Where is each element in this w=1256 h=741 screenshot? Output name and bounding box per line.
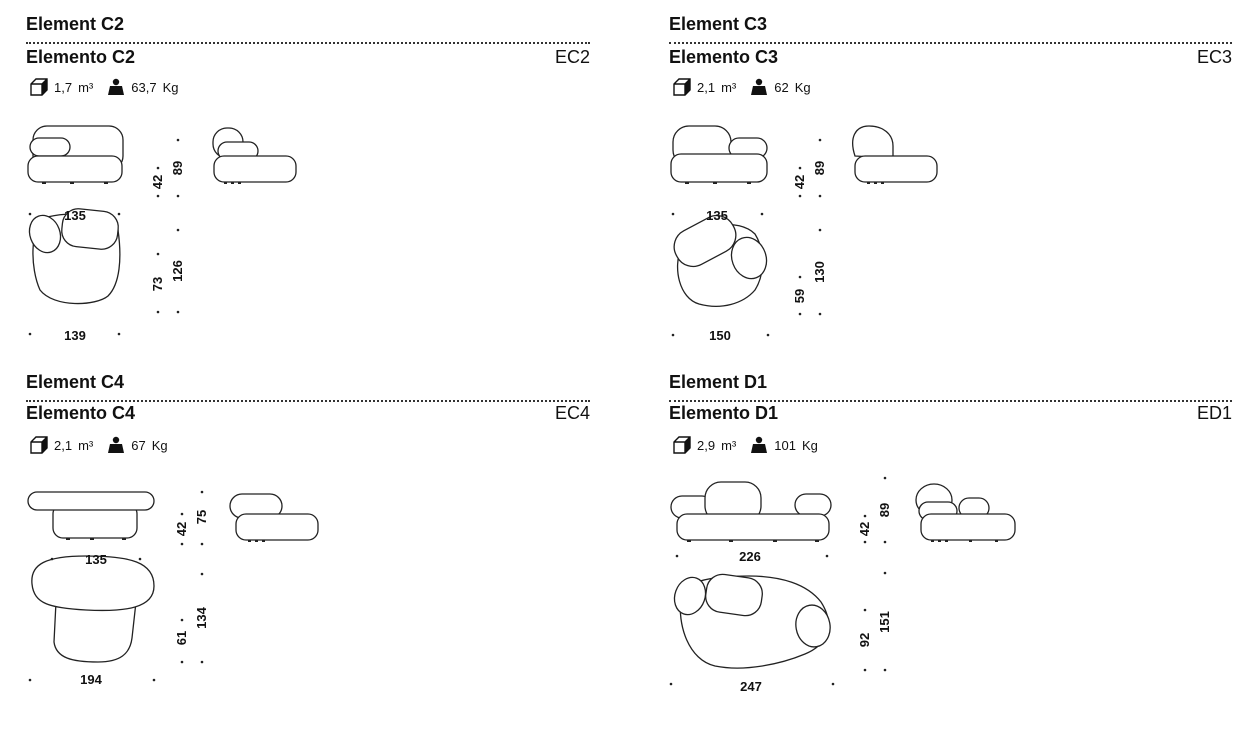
dimension-seat-depth: 59 (792, 289, 807, 303)
specs-row: 2,1 m³ 62 Kg (673, 78, 811, 96)
volume-unit: m³ (78, 79, 94, 95)
element-code: EC2 (554, 47, 590, 67)
dimension-plan-width: 150 (709, 328, 731, 343)
dimension-front-width: 135 (706, 208, 728, 223)
element-title-en: Element D1 (669, 372, 768, 392)
dimension-seat-depth: 61 (174, 631, 189, 645)
weight-icon (108, 78, 125, 95)
front-view (27, 125, 124, 184)
plan-view (28, 208, 121, 305)
element-title-it: Elemento C4 (26, 403, 136, 423)
weight-unit: Kg (162, 79, 179, 95)
weight-icon (751, 436, 768, 453)
weight-icon (751, 78, 768, 95)
divider (669, 400, 1232, 402)
dimension-total-depth: 130 (812, 261, 827, 283)
element-title-it: Elemento D1 (669, 403, 779, 423)
element-title-en: Element C3 (669, 14, 768, 34)
dimension-marks (28, 138, 180, 336)
element-d1-block: Element D1 Elemento D1 ED1 2,9 m³ 101 Kg (669, 372, 1235, 702)
volume-value: 2,9 (697, 437, 716, 453)
element-code: EC3 (1196, 47, 1232, 67)
side-view (212, 127, 297, 184)
dimension-total-height: 89 (812, 161, 827, 175)
weight-unit: Kg (794, 79, 811, 95)
plan-view (673, 214, 768, 307)
divider (26, 400, 590, 402)
plan-view (31, 555, 155, 663)
element-c2-block: Element C2 Elemento C2 EC2 1,7 m³ 63,7 K… (26, 14, 592, 343)
dimension-total-depth: 134 (194, 606, 209, 628)
weight-value: 67 (131, 437, 146, 453)
side-view (852, 125, 938, 184)
element-title-en: Element C4 (26, 372, 125, 392)
divider (669, 42, 1232, 44)
specs-row: 2,9 m³ 101 Kg (673, 436, 818, 454)
side-view (229, 493, 319, 542)
volume-value: 2,1 (697, 79, 716, 95)
dimension-plan-width: 194 (80, 672, 102, 687)
dimension-front-width: 135 (85, 552, 107, 567)
element-title-en: Element C2 (26, 14, 125, 34)
element-title-it: Elemento C3 (669, 47, 779, 67)
dimension-total-depth: 151 (877, 611, 892, 633)
weight-icon (108, 436, 125, 453)
dimension-marks (669, 476, 887, 686)
element-code: ED1 (1196, 403, 1232, 423)
front-view (670, 481, 832, 542)
weight-unit: Kg (801, 437, 818, 453)
dimension-seat-height: 42 (857, 522, 872, 536)
technical-drawing: 226 247 42 89 92 151 (669, 476, 1016, 694)
element-c4-block: Element C4 Elemento C4 EC4 2,1 m³ 67 Kg (26, 372, 592, 702)
specs-row: 2,1 m³ 67 Kg (30, 436, 168, 454)
element-c3-block: Element C3 Elemento C3 EC3 2,1 m³ 62 Kg (669, 14, 1235, 343)
dimension-seat-height: 42 (174, 522, 189, 536)
dimension-marks (671, 138, 822, 337)
specs-row: 1,7 m³ 63,7 Kg (30, 78, 178, 96)
dimension-front-width: 135 (64, 208, 86, 223)
volume-unit: m³ (721, 437, 737, 453)
dimension-plan-width: 139 (64, 328, 86, 343)
dimension-seat-height: 42 (792, 175, 807, 189)
front-view (670, 125, 768, 184)
side-view (915, 483, 1016, 542)
weight-value: 62 (774, 79, 789, 95)
dimension-total-height: 89 (877, 503, 892, 517)
dimension-marks (28, 490, 204, 682)
dimension-front-width: 226 (739, 549, 761, 564)
technical-drawing: 135 194 42 75 61 134 (27, 490, 319, 687)
dimension-total-height: 89 (170, 161, 185, 175)
plan-view (673, 573, 831, 669)
element-code: EC4 (554, 403, 590, 423)
technical-drawing: 135 150 42 89 59 130 (670, 125, 938, 343)
cube-icon (30, 436, 48, 454)
weight-value: 63,7 (131, 79, 157, 95)
dimension-seat-height: 42 (150, 175, 165, 189)
dimension-total-depth: 126 (170, 260, 185, 282)
dimension-plan-width: 247 (740, 679, 762, 694)
volume-unit: m³ (721, 79, 737, 95)
divider (26, 42, 590, 44)
cube-icon (673, 78, 691, 96)
technical-drawing: 135 139 42 89 73 126 (27, 125, 297, 343)
element-title-it: Elemento C2 (26, 47, 136, 67)
cube-icon (30, 78, 48, 96)
dimension-seat-depth: 92 (857, 633, 872, 647)
front-view (27, 491, 155, 540)
dimension-seat-depth: 73 (150, 277, 165, 291)
cube-icon (673, 436, 691, 454)
weight-value: 101 (774, 437, 796, 453)
dimension-total-height: 75 (194, 510, 209, 524)
volume-value: 2,1 (54, 437, 73, 453)
volume-value: 1,7 (54, 79, 73, 95)
volume-unit: m³ (78, 437, 94, 453)
weight-unit: Kg (151, 437, 168, 453)
